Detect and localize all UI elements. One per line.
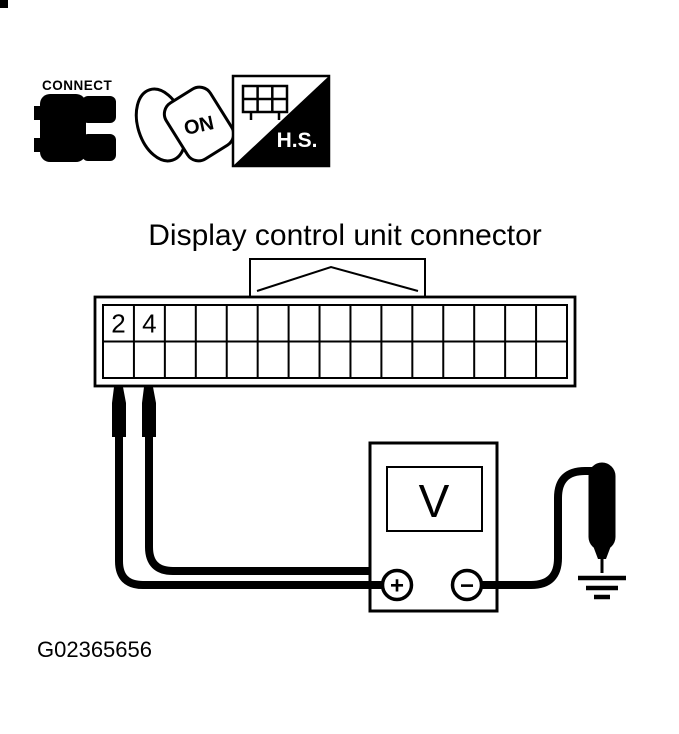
figure-id: G02365656 (37, 637, 152, 662)
positive-terminal (380, 568, 414, 602)
ground-assembly (578, 462, 626, 600)
connect-badge: CONNECT (34, 78, 116, 162)
connector-pictogram-icon (34, 94, 116, 162)
hs-connector-glyph-icon (241, 84, 289, 120)
negative-terminal (450, 568, 484, 602)
pin-2-label: 2 (111, 308, 125, 338)
hs-badge-label: H.S. (277, 129, 318, 152)
hs-black-triangle (233, 76, 329, 166)
ground-probe-tip (589, 535, 615, 559)
connector-pin-grid (103, 305, 567, 378)
voltmeter-v-label: V (419, 475, 450, 527)
connect-badge-label: CONNECT (42, 78, 113, 93)
ground-lead-wire (481, 467, 599, 589)
connector-lock-tab (249, 258, 426, 300)
voltmeter-terminals: + − (380, 568, 484, 602)
ignition-on-badge: ON (134, 85, 236, 163)
voltmeter-display (386, 466, 483, 532)
page-corner-mark (0, 0, 8, 8)
test-probes (112, 387, 156, 437)
pin-4-probe (142, 387, 156, 437)
positive-terminal-sign: + (390, 573, 404, 600)
test-lead-wires (115, 433, 599, 589)
pin-2-probe (112, 387, 126, 437)
negative-terminal-sign: − (460, 573, 474, 600)
pin-2-lead-wire (115, 433, 383, 589)
ground-symbol-icon (578, 575, 626, 600)
diagram-title: Display control unit connector (148, 219, 542, 252)
pin-4-label: 4 (142, 308, 156, 338)
pin-4-lead-wire (145, 433, 371, 575)
key-head-icon (162, 85, 236, 163)
lock-tab-detail (256, 265, 419, 292)
hs-badge: H.S. (231, 74, 331, 168)
